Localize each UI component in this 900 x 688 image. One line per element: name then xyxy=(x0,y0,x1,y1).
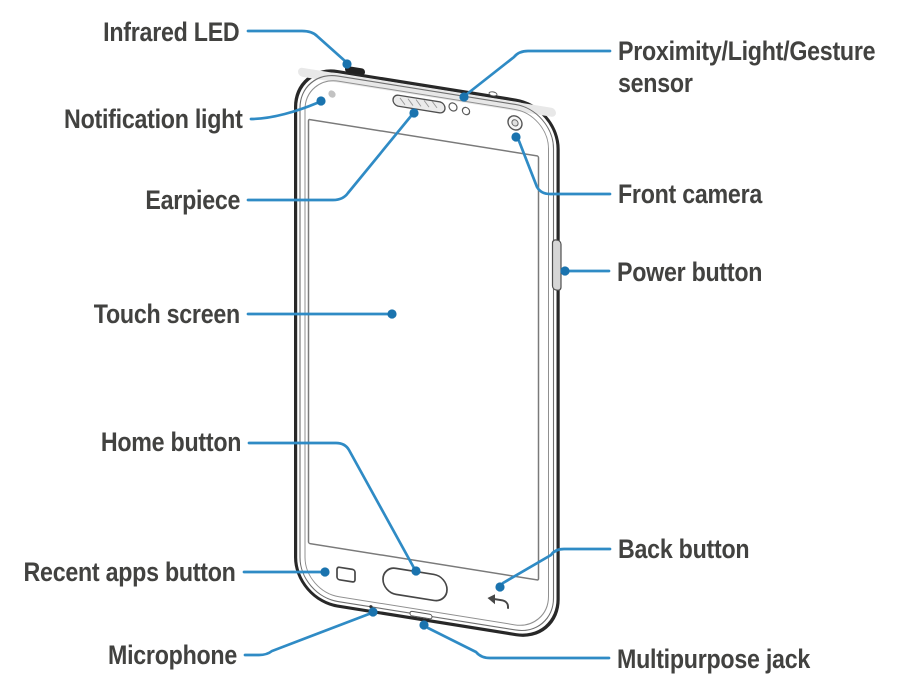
callout-dot-power-button xyxy=(560,266,570,276)
callout-line-proximity-sensor xyxy=(465,49,612,96)
callout-line-earpiece xyxy=(246,114,413,202)
label-touch-screen: Touch screen xyxy=(93,299,240,329)
callout-line-infrared-led xyxy=(246,29,347,63)
callout-line-back-button xyxy=(501,547,612,585)
label-proximity-sensor: Proximity/Light/Gesture sensor xyxy=(618,36,876,98)
callout-line-front-camera xyxy=(517,139,612,196)
front-camera-icon xyxy=(507,115,523,131)
touch-screen-area xyxy=(307,118,540,581)
back-key-icon xyxy=(487,594,509,609)
label-front-camera: Front camera xyxy=(618,179,763,209)
label-notification-light: Notification light xyxy=(64,104,243,134)
callout-dot-infrared-led xyxy=(342,59,352,69)
label-microphone: Microphone xyxy=(108,640,237,670)
callout-dot-multipurpose-jack xyxy=(419,620,429,630)
callout-line-microphone xyxy=(243,612,371,657)
label-multipurpose-jack: Multipurpose jack xyxy=(617,644,811,674)
label-back-button: Back button xyxy=(618,534,750,564)
callout-line-home-button xyxy=(247,441,416,570)
callout-lines xyxy=(242,29,612,660)
callout-dot-recent-apps xyxy=(320,567,330,577)
notification-light-dot xyxy=(328,90,336,98)
callout-line-multipurpose-jack xyxy=(426,626,611,660)
infrared-led-slot xyxy=(345,66,365,75)
callout-dot-back-button xyxy=(495,582,505,592)
label-power-button: Power button xyxy=(617,257,763,287)
multipurpose-jack-slot xyxy=(409,610,433,620)
callout-dot-touch-screen xyxy=(387,309,397,319)
power-button-key xyxy=(551,239,562,291)
callout-dot-microphone xyxy=(368,607,378,617)
label-recent-apps-button: Recent apps button xyxy=(23,557,236,587)
secondary-mic-notch xyxy=(488,91,498,97)
callout-dots xyxy=(316,59,570,630)
phone-illustration xyxy=(294,66,562,637)
callout-dot-proximity-sensor xyxy=(459,92,469,102)
face-edge-line xyxy=(304,80,549,626)
label-home-button: Home button xyxy=(100,427,242,457)
callout-dot-notification-light xyxy=(316,96,326,106)
recent-apps-key xyxy=(336,566,356,583)
label-earpiece: Earpiece xyxy=(145,185,240,215)
earpiece-grille xyxy=(392,94,446,114)
callout-dot-earpiece xyxy=(409,108,419,118)
callout-line-notification-light xyxy=(249,101,319,121)
callout-dot-front-camera xyxy=(511,132,521,142)
callout-dot-home-button xyxy=(411,566,421,576)
proximity-sensor-icons xyxy=(448,102,471,116)
label-infrared-led: Infrared LED xyxy=(102,17,240,47)
